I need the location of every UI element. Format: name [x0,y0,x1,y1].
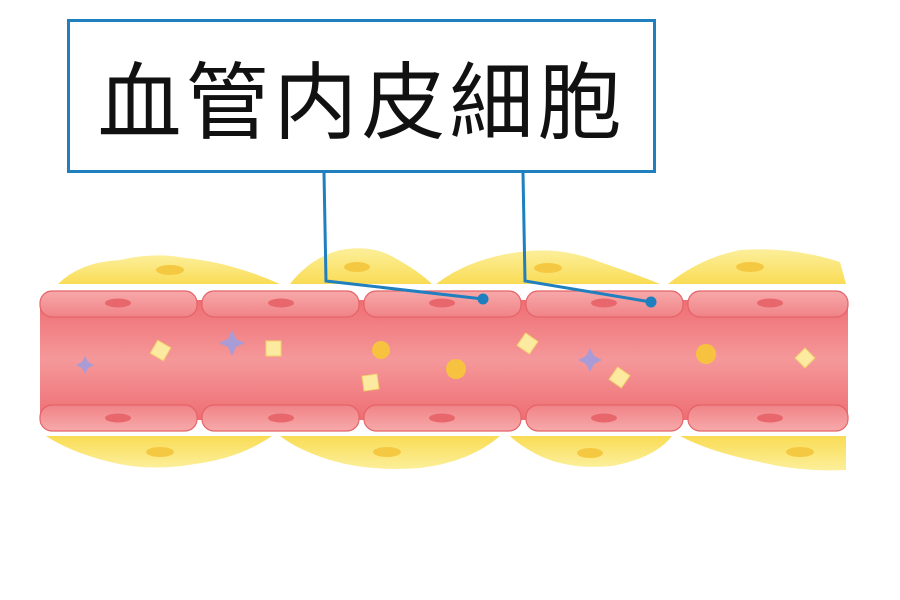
label-text: 血管内皮細胞 [97,53,626,152]
endothelial-nucleus [429,413,455,423]
cream-diamond-particle [149,339,172,362]
endothelial-nucleus [268,413,294,423]
top-surrounding-cells [58,248,846,284]
gold-circle-particle [446,359,466,379]
endothelial-nucleus [591,298,617,308]
gold-circle-particle [696,344,716,364]
leader-lines [322,172,657,308]
surrounding-cell-nucleus [534,263,562,273]
surrounding-cell-nucleus [146,447,174,457]
cream-diamond-particle [516,332,539,355]
purple-star-particle [76,356,94,374]
bottom-endothelial-cells [39,404,849,432]
endothelial-nucleus [757,413,783,423]
cream-diamond-particle [608,366,631,389]
surrounding-cell-nucleus [156,265,184,275]
cream-diamond-particle [794,347,816,369]
bottom-surrounding-cells [46,436,846,471]
gold-circle-particle [372,341,390,359]
cream-square-particle [265,340,282,357]
surrounding-cell-nucleus [344,262,370,272]
endothelial-nucleus [591,413,617,423]
endothelial-nucleus [268,298,294,308]
surrounding-cell [680,436,846,471]
endothelial-nucleus [105,298,131,308]
top-endothelial-cells [39,290,849,318]
leader-line-right [521,172,652,304]
leader-line-left [322,172,484,301]
endothelial-nucleus [429,298,455,308]
blood-particles [76,330,816,392]
surrounding-cell-nucleus [373,447,401,457]
endothelial-nucleus [757,298,783,308]
leader-pointer-dot [477,293,489,305]
purple-star-particle [578,348,602,372]
cream-square-particle [361,373,380,392]
purple-star-particle [219,330,245,356]
surrounding-cell-nucleus [786,447,814,457]
endothelial-nucleus [105,413,131,423]
leader-pointer-dot [645,296,657,308]
surrounding-cell-nucleus [577,448,603,458]
surrounding-cell-nucleus [736,262,764,272]
label-box: 血管内皮細胞 [67,19,656,173]
